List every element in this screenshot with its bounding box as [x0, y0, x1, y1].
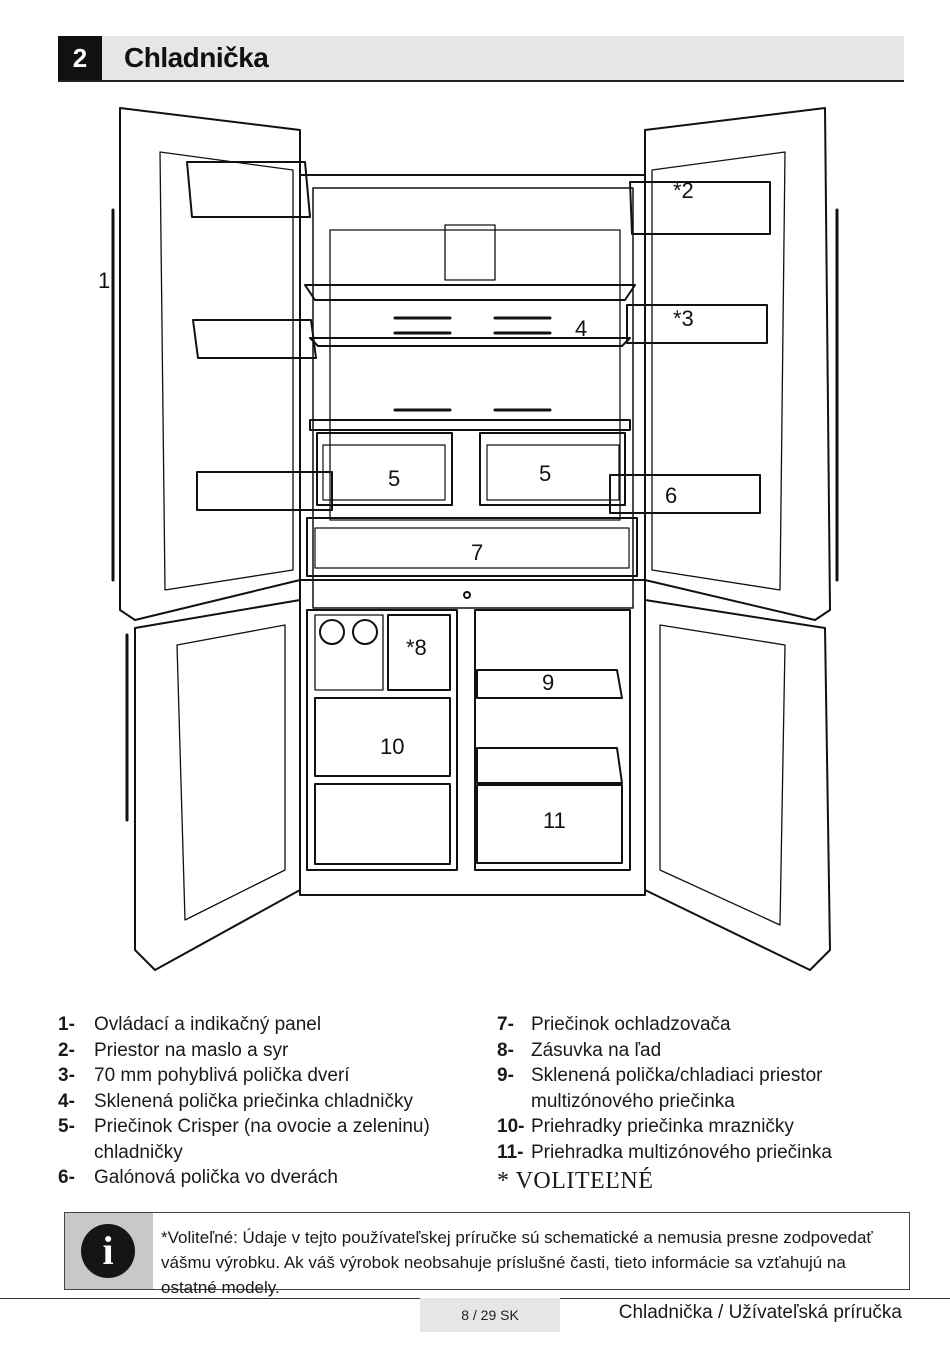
- legend-number: 7-: [497, 1014, 514, 1035]
- callout-6: 6: [665, 483, 677, 508]
- legend-text: Sklenená polička/chladiaci priestor mult…: [531, 1065, 823, 1112]
- footer-title: Chladnička / Užívateľská príručka: [618, 1302, 902, 1323]
- callout-4: 4: [575, 316, 587, 341]
- legend-number: 2-: [58, 1039, 75, 1061]
- info-note-text: *Voliteľné: Údaje v tejto používateľskej…: [161, 1228, 873, 1297]
- optional-note: * VOLITEĽNÉ: [497, 1168, 654, 1194]
- section-header: 2 Chladnička: [58, 36, 904, 82]
- fridge-interior: [312, 187, 634, 609]
- legend-item: 11- Priehradka multizónového priečinka: [497, 1140, 917, 1166]
- info-note: i *Voliteľné: Údaje v tejto používateľsk…: [64, 1212, 910, 1297]
- legend-number: 4-: [58, 1090, 75, 1112]
- legend-number: 1-: [58, 1014, 75, 1035]
- air-vent: [444, 224, 496, 281]
- door-bin-lower-left: [196, 471, 333, 511]
- legend-number: 6-: [58, 1167, 75, 1188]
- chiller-compartment: [306, 517, 638, 577]
- callout-8: *8: [406, 635, 427, 660]
- legend-text: Zásuvka na ľad: [531, 1039, 662, 1061]
- legend-number: 11-: [497, 1141, 524, 1163]
- multizone-glass-shelf: [476, 669, 623, 699]
- callout-5a: 5: [388, 466, 400, 491]
- legend-item: 9- Sklenená polička/chladiaci priestor mu…: [497, 1063, 917, 1114]
- legend-item: 8- Zásuvka na ľad: [497, 1038, 917, 1064]
- legend-item: 6- Galónová polička vo dverách: [58, 1165, 468, 1191]
- freezer-door-right: [644, 599, 831, 971]
- legend-text: Priečinok Crisper (na ovocie a zeleninu)…: [94, 1116, 430, 1163]
- legend-item: 5- Priečinok Crisper (na ovocie a zelenin…: [58, 1114, 468, 1165]
- glass-shelf-middle: [309, 337, 631, 347]
- glass-shelf-upper: [304, 284, 636, 301]
- legend-number: 10-: [497, 1116, 525, 1137]
- legend-item: 7- Priečinok ochladzovača: [497, 1012, 917, 1038]
- callout-7: 7: [471, 540, 483, 565]
- adjustable-door-shelf: [626, 304, 768, 344]
- info-icon: i: [81, 1224, 135, 1278]
- section-title: Chladnička: [124, 42, 269, 73]
- ice-maker: [314, 614, 384, 691]
- fridge-door-left: [119, 107, 301, 621]
- gallon-door-shelf: [609, 474, 761, 514]
- legend-item: 10- Priehradky priečinka mrazničky: [497, 1114, 917, 1140]
- legend-number: 8-: [497, 1039, 514, 1061]
- freezer-drawer-lower: [314, 783, 451, 865]
- door-bin-middle-left: [192, 319, 317, 359]
- glass-shelf-lower: [309, 419, 631, 431]
- legend-left: 1- Ovládací a indikačný panel 2- Priestor …: [58, 1012, 468, 1191]
- legend-right: 7- Priečinok ochladzovača 8- Zásuvka na ľa…: [497, 1012, 917, 1197]
- shelf-rails: [393, 316, 552, 412]
- legend-number: 3-: [58, 1065, 75, 1086]
- legend-text: Priečinok ochladzovača: [531, 1014, 731, 1035]
- back-wall: [329, 229, 621, 521]
- page-number: 8 / 29 SK: [420, 1298, 560, 1332]
- freezer-drawer-upper: [314, 697, 451, 777]
- fridge-door-right: [644, 107, 831, 621]
- butter-cheese-compartment: [629, 181, 771, 235]
- freezer-door-left: [134, 599, 301, 971]
- legend-item: 4- Sklenená polička priečinka chladničky: [58, 1089, 468, 1115]
- callout-5b: 5: [539, 461, 551, 486]
- multizone-drawer: [476, 784, 623, 864]
- section-number: 2: [58, 36, 102, 80]
- callout-11: 11: [543, 808, 566, 833]
- callout-10: 10: [380, 734, 404, 759]
- callout-1: 1: [98, 268, 110, 293]
- legend-text: Sklenená polička priečinka chladničky: [94, 1090, 413, 1112]
- legend-text: 70 mm pohyblivá polička dverí: [94, 1065, 350, 1086]
- legend-number: 5-: [58, 1116, 75, 1137]
- freezer-left-compartment: [306, 609, 458, 871]
- legend-item: 3- 70 mm pohyblivá polička dverí: [58, 1063, 468, 1089]
- legend-item: 1- Ovládací a indikačný panel: [58, 1012, 468, 1038]
- callout-9: 9: [542, 670, 554, 695]
- legend-text: Priehradka multizónového priečinka: [531, 1141, 832, 1163]
- legend-text: Priehradky priečinka mrazničky: [531, 1116, 794, 1137]
- callout-2: *2: [673, 178, 694, 203]
- crisper-drawer-left: [316, 432, 453, 506]
- crisper-drawer-right: [479, 432, 626, 506]
- info-icon-cell: i: [65, 1213, 153, 1289]
- legend-number: 9-: [497, 1065, 514, 1086]
- multizone-compartment: [474, 609, 631, 871]
- legend-text: Galónová polička vo dverách: [94, 1167, 338, 1188]
- ice-drawer: [387, 614, 451, 691]
- cabinet-outline: [299, 174, 646, 896]
- legend-text: Ovládací a indikačný panel: [94, 1014, 322, 1035]
- legend-item: 2- Priestor na maslo a syr: [58, 1038, 468, 1064]
- refrigerator-illustration: 1 *2 *3 4 5 5 6 7 *8 9 10 11: [98, 107, 839, 971]
- refrigerator-diagram: 1 *2 *3 4 5 5 6 7 *8 9 10 11: [95, 100, 855, 980]
- door-bin-upper-left: [186, 161, 311, 218]
- legend-text: Priestor na maslo a syr: [94, 1039, 289, 1061]
- callout-3: *3: [673, 306, 694, 331]
